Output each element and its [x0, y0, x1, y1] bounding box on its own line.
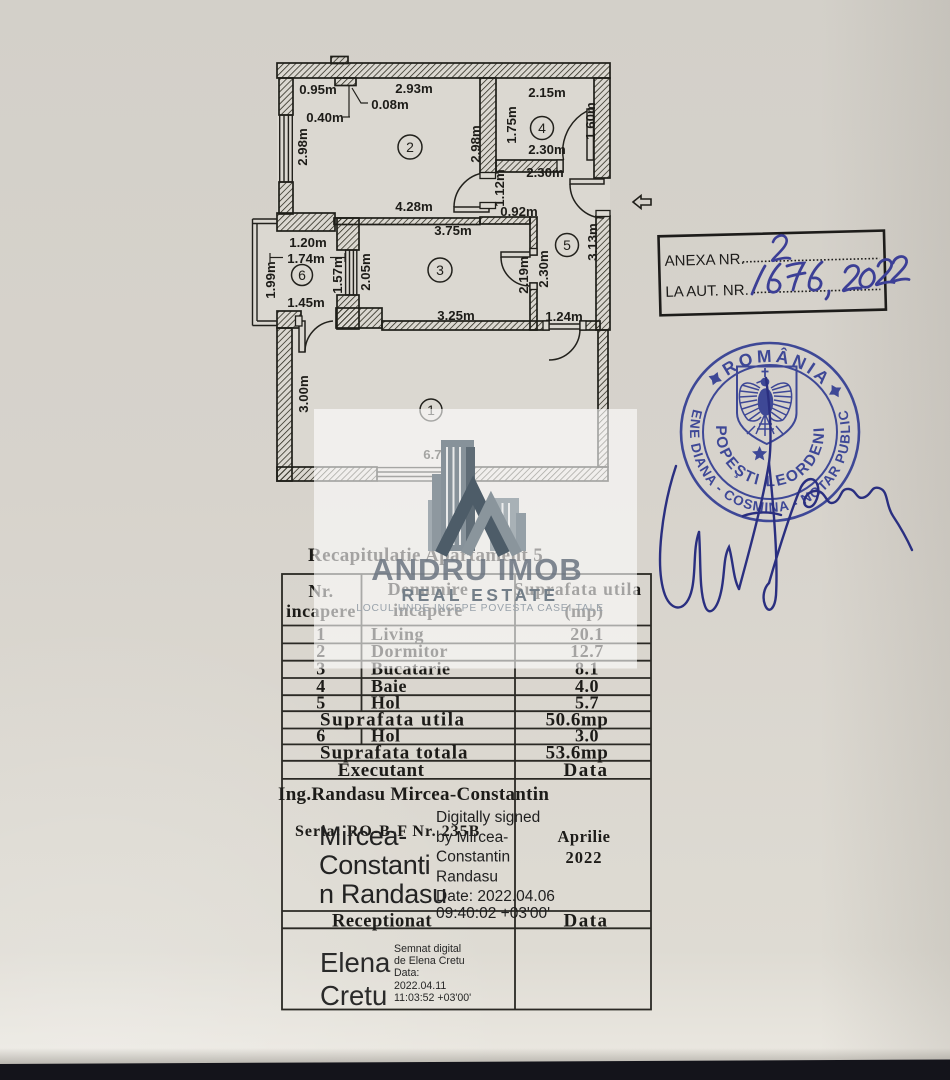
svg-text:1.57m: 1.57m	[330, 256, 345, 293]
svg-text:6: 6	[316, 726, 326, 746]
svg-text:ANDRU IMOB: ANDRU IMOB	[371, 552, 583, 587]
svg-text:LA AUT. NR.: LA AUT. NR.	[665, 282, 749, 301]
svg-text:3.00m: 3.00m	[296, 375, 311, 412]
svg-text:Digitally signed: Digitally signed	[436, 809, 540, 826]
svg-text:Hol: Hol	[371, 726, 401, 746]
svg-text:4.28m: 4.28m	[395, 199, 432, 214]
svg-text:Mircea-: Mircea-	[319, 821, 407, 851]
svg-text:Suprafata totala: Suprafata totala	[320, 743, 468, 764]
svg-text:5: 5	[316, 693, 326, 713]
svg-text:3.75m: 3.75m	[434, 223, 471, 238]
svg-text:Date: 2022.04.06: Date: 2022.04.06	[436, 888, 555, 905]
svg-text:Elena: Elena	[320, 947, 391, 978]
svg-text:0.08m: 0.08m	[371, 97, 408, 112]
svg-text:4: 4	[316, 676, 326, 696]
svg-text:Baie: Baie	[371, 676, 407, 696]
svg-text:Executant: Executant	[338, 760, 425, 781]
svg-text:REAL ESTATE: REAL ESTATE	[401, 585, 558, 605]
svg-text:Semnat digital: Semnat digital	[394, 943, 461, 955]
svg-text:5: 5	[563, 237, 571, 253]
svg-text:Constanti: Constanti	[319, 850, 430, 880]
svg-text:0.92m: 0.92m	[500, 204, 537, 219]
svg-text:de Elena Cretu: de Elena Cretu	[394, 955, 465, 967]
svg-text:53.6mp: 53.6mp	[546, 743, 609, 764]
svg-text:2.30m: 2.30m	[528, 142, 565, 157]
svg-text:1.20m: 1.20m	[289, 235, 326, 250]
svg-text:Hol: Hol	[371, 693, 401, 713]
svg-text:2.15m: 2.15m	[528, 85, 565, 100]
svg-text:Suprafata utila: Suprafata utila	[320, 710, 466, 731]
svg-text:by Mircea-: by Mircea-	[436, 829, 508, 846]
svg-text:Ing.Randasu Mircea-Constantin: Ing.Randasu Mircea-Constantin	[278, 784, 549, 805]
svg-text:2.30m: 2.30m	[526, 165, 563, 180]
svg-text:Data: Data	[563, 760, 608, 781]
svg-text:1.12m: 1.12m	[492, 169, 507, 206]
svg-text:2.19m: 2.19m	[516, 256, 531, 293]
svg-text:2: 2	[406, 139, 414, 155]
svg-text:1.75m: 1.75m	[504, 106, 519, 143]
svg-text:Aprilie: Aprilie	[558, 827, 611, 846]
svg-text:4: 4	[538, 120, 546, 136]
svg-text:0.40m: 0.40m	[306, 110, 343, 125]
svg-text:2.98m: 2.98m	[295, 128, 310, 165]
svg-text:3: 3	[436, 262, 444, 278]
svg-text:50.6mp: 50.6mp	[546, 710, 609, 731]
svg-text:Seria: RO-B-F Nr. 235B: Seria: RO-B-F Nr. 235B	[295, 823, 480, 840]
svg-text:1.24m: 1.24m	[545, 309, 582, 324]
svg-text:5.7: 5.7	[575, 693, 599, 713]
svg-text:Cretu: Cretu	[320, 980, 387, 1011]
svg-text:09:40:02 +03'00': 09:40:02 +03'00'	[436, 905, 550, 922]
svg-text:11:03:52 +03'00': 11:03:52 +03'00'	[394, 992, 471, 1004]
svg-text:2.30m: 2.30m	[536, 250, 551, 287]
svg-text:3.25m: 3.25m	[437, 308, 474, 323]
svg-text:3.0: 3.0	[575, 726, 599, 746]
svg-text:3.13m: 3.13m	[585, 223, 600, 260]
svg-text:0.95m: 0.95m	[299, 82, 336, 97]
svg-text:6: 6	[298, 267, 306, 283]
svg-text:1.45m: 1.45m	[287, 295, 324, 310]
svg-text:Receptionat: Receptionat	[332, 912, 432, 932]
svg-text:2022: 2022	[566, 848, 603, 867]
svg-text:Data: Data	[563, 911, 608, 932]
svg-text:Data:: Data:	[394, 967, 419, 979]
svg-text:Randasu: Randasu	[436, 868, 498, 885]
svg-text:4.0: 4.0	[575, 676, 599, 696]
svg-text:Constantin: Constantin	[436, 849, 510, 866]
svg-text:2.98m: 2.98m	[468, 125, 483, 162]
svg-text:LOCUL UNDE INCEPE POVESTA CASE: LOCUL UNDE INCEPE POVESTA CASEI TALE	[356, 603, 604, 614]
svg-text:ANEXA NR.: ANEXA NR.	[664, 251, 744, 270]
svg-text:1.60m: 1.60m	[583, 102, 598, 139]
svg-text:2.05m: 2.05m	[358, 253, 373, 290]
svg-text:n Randasu: n Randasu	[319, 879, 447, 909]
svg-text:1.99m: 1.99m	[263, 261, 278, 298]
svg-text:2022.04.11: 2022.04.11	[394, 980, 446, 992]
svg-text:1.74m: 1.74m	[287, 251, 324, 266]
svg-text:2.93m: 2.93m	[395, 81, 432, 96]
